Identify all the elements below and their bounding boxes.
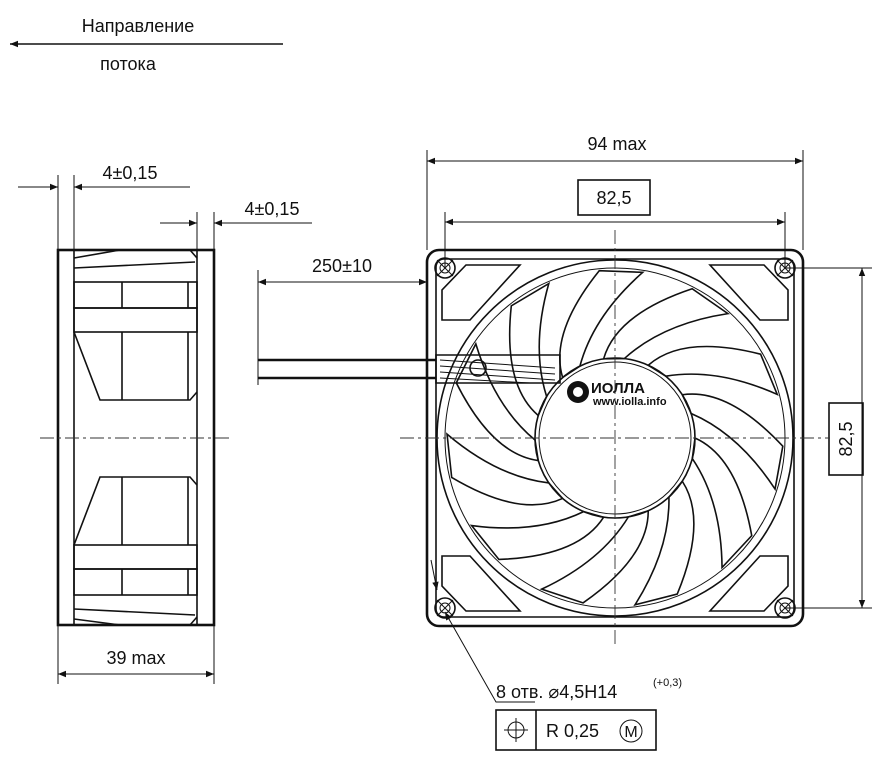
mounting-hole bbox=[774, 257, 796, 279]
brand-logo: ИОЛЛА www.iolla.info bbox=[567, 380, 667, 408]
tolerance-value: R 0,25 bbox=[546, 721, 599, 741]
fan-blade bbox=[469, 510, 605, 561]
mounting-hole bbox=[434, 257, 456, 279]
corner-relief bbox=[441, 264, 522, 321]
front-view: 94 max 82,5 82,5 250±10 bbox=[257, 134, 872, 703]
fan-blade bbox=[633, 479, 695, 607]
dimension-frame-thickness-top: 4±0,15 bbox=[103, 163, 158, 183]
fan-blade bbox=[559, 269, 645, 379]
dimension-frame-thickness-bottom: 4±0,15 bbox=[245, 199, 300, 219]
fan-blade bbox=[646, 345, 779, 396]
cable-clip bbox=[469, 359, 487, 377]
tolerance-modifier: M bbox=[624, 724, 637, 741]
fan-blade bbox=[602, 287, 731, 360]
holes-note: 8 отв. ⌀4,5H14 (+0,3) bbox=[496, 677, 682, 702]
hole-leader-arrow bbox=[430, 559, 439, 591]
dimension-hole-spacing-horizontal: 82,5 bbox=[596, 188, 631, 208]
fan-blade bbox=[446, 432, 564, 506]
corner-relief bbox=[708, 264, 789, 321]
corner-relief bbox=[708, 555, 789, 612]
logo-brand: ИОЛЛА bbox=[591, 380, 645, 397]
flow-direction: Направление потока bbox=[10, 16, 283, 74]
position-icon bbox=[504, 718, 528, 742]
basic-dimension-box bbox=[828, 402, 864, 476]
fan-blades bbox=[446, 269, 784, 607]
fan-blade bbox=[539, 509, 650, 604]
position-tolerance-frame: R 0,25 M bbox=[495, 709, 657, 751]
flow-direction-label-line2: потока bbox=[100, 54, 157, 74]
hole-leader-line bbox=[444, 611, 535, 703]
dimension-hole-spacing-vertical: 82,5 bbox=[836, 421, 856, 456]
dimension-overall-width: 94 max bbox=[587, 134, 646, 154]
side-view: 4±0,15 4±0,15 bbox=[18, 163, 312, 684]
logo-url: www.iolla.info bbox=[592, 396, 667, 408]
fan-blade bbox=[691, 436, 753, 570]
cable-channel-hatch bbox=[439, 359, 556, 384]
mmc-modifier-icon bbox=[619, 719, 643, 743]
flow-direction-label-line1: Направление bbox=[82, 16, 194, 36]
tolerance-frame-box bbox=[495, 709, 657, 751]
fan-blade bbox=[681, 393, 784, 492]
cable-channel bbox=[435, 354, 561, 384]
mounting-hole bbox=[774, 597, 796, 619]
dimension-cable-length: 250±10 bbox=[312, 256, 372, 276]
holes-note-tolerance: (+0,3) bbox=[653, 677, 682, 689]
mounting-hole bbox=[434, 597, 456, 619]
side-blade-lower bbox=[73, 476, 198, 626]
fan-blade bbox=[508, 281, 551, 417]
basic-dimension-box bbox=[577, 179, 651, 216]
fan-blade bbox=[455, 341, 540, 462]
corner-relief bbox=[441, 555, 522, 612]
dimension-depth: 39 max bbox=[106, 648, 165, 668]
holes-note-text: 8 отв. ⌀4,5H14 bbox=[496, 682, 617, 702]
side-blade-upper bbox=[73, 249, 198, 401]
cable bbox=[258, 354, 561, 384]
